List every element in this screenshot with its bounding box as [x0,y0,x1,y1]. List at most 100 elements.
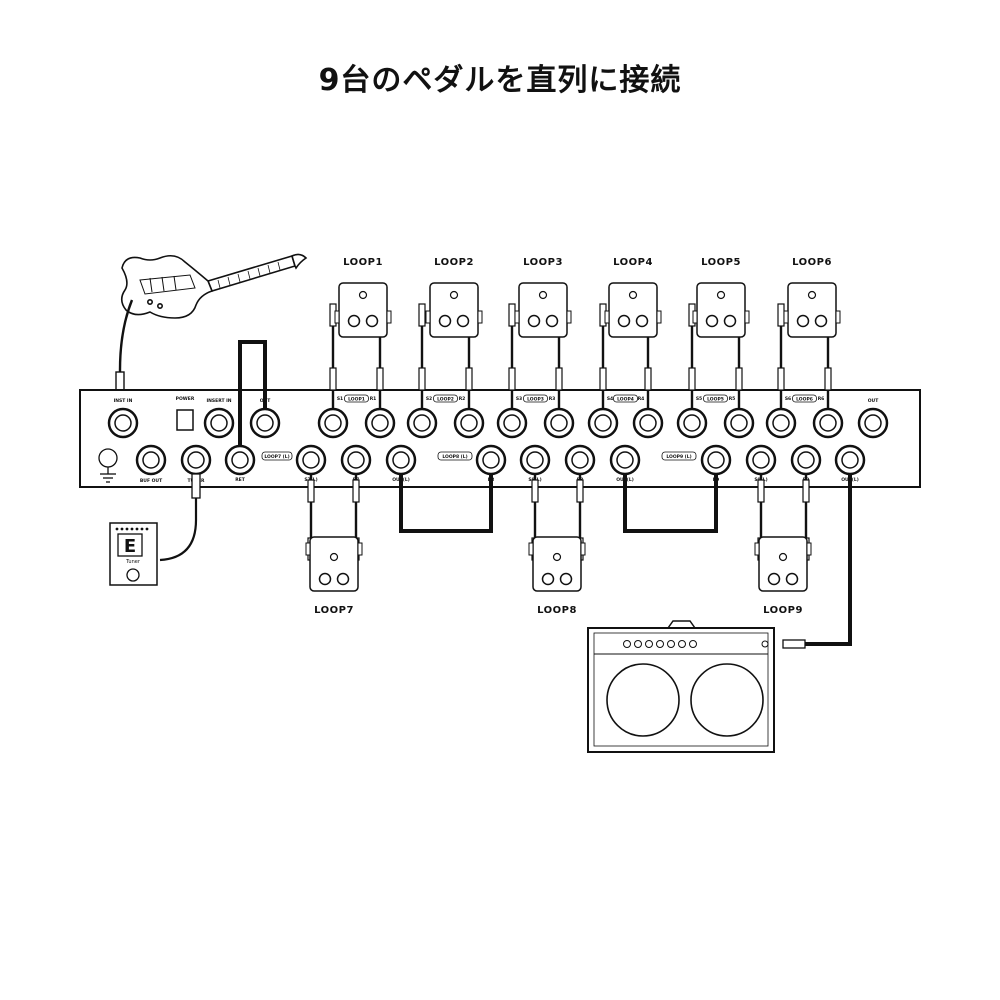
loop-tag [613,394,638,403]
loop-caption: LOOP2 [434,257,474,268]
amp-knob[interactable] [634,640,642,648]
effect-pedal-loop4[interactable] [604,282,662,338]
bottom-jack-8[interactable] [609,444,641,476]
amp-knob[interactable] [678,640,686,648]
loop9-tag: LOOP9 (L) [661,451,697,461]
bottom-jack-7[interactable] [564,444,596,476]
guitar-amplifier [587,620,775,753]
tuner-display-note: E [124,536,136,557]
return-cable-plug [735,367,743,391]
pedal-footswitch[interactable] [767,572,781,586]
electric-guitar-icon [120,253,308,319]
bottom-jack-10[interactable] [745,444,777,476]
amp-knob[interactable] [656,640,664,648]
bottom-jack-9[interactable] [700,444,732,476]
loop-caption: LOOP1 [343,257,383,268]
final-out-jack[interactable]: OUT [857,398,889,439]
return-label: R6 [818,396,825,402]
send-cable-plug [307,479,315,503]
loop-tag [523,394,548,403]
bottom-jack-2[interactable] [295,444,327,476]
return-jack-loop1[interactable] [364,407,396,439]
svg-text:LOOP8 (L): LOOP8 (L) [442,454,467,460]
loop-tag [433,394,458,403]
return-jack-loop2[interactable] [453,407,485,439]
return-cable-plug [824,367,832,391]
tuner-footswitch[interactable] [126,568,140,582]
pedal-led [358,290,368,300]
pedal-footswitch[interactable] [785,572,799,586]
pedal-footswitch[interactable] [617,314,631,328]
return-jack-loop4[interactable] [632,407,664,439]
loop-tag-label: LOOP1 [348,397,365,403]
bottom-jack-12[interactable] [834,444,866,476]
send-jack-loop3[interactable] [496,407,528,439]
pedal-footswitch[interactable] [705,314,719,328]
inst-in-jack[interactable]: INST IN [107,398,139,439]
pedal-footswitch[interactable] [796,314,810,328]
send-jack-loop4[interactable] [587,407,619,439]
pedal-footswitch[interactable] [336,572,350,586]
insert-in-label: INSERT IN [206,398,231,404]
pedal-footswitch[interactable] [527,314,541,328]
loop-caption: LOOP3 [523,257,563,268]
pedal-footswitch[interactable] [365,314,379,328]
amp-knob[interactable] [645,640,653,648]
bottom-jack-6[interactable] [519,444,551,476]
pedal-footswitch[interactable] [438,314,452,328]
effect-pedal-loop6[interactable] [783,282,841,338]
send-jack-loop2[interactable] [406,407,438,439]
amp-knob[interactable] [623,640,631,648]
return-jack-loop3[interactable] [543,407,575,439]
buf-out-jack[interactable]: BUF OUT [135,444,167,484]
amp-cable [805,474,852,646]
send-label: S1 [337,396,343,402]
send-cable-plug [757,479,765,503]
loop-caption: LOOP4 [613,257,653,268]
bottom-jack-4[interactable] [385,444,417,476]
return-jack-loop6[interactable] [812,407,844,439]
send-jack-loop5[interactable] [676,407,708,439]
pedal-footswitch[interactable] [456,314,470,328]
effect-pedal-loop2[interactable] [425,282,483,338]
loop-caption: LOOP5 [701,257,741,268]
bottom-jack-1[interactable] [224,444,256,476]
effect-pedal-loop1[interactable] [334,282,392,338]
insert-in-jack[interactable]: INSERT IN [203,398,235,439]
return-jack-loop5[interactable] [723,407,755,439]
power-socket[interactable]: POWER [176,396,195,431]
pedal-footswitch[interactable] [814,314,828,328]
bottom-jack-5[interactable] [475,444,507,476]
bottom-pedals [305,474,812,592]
amp-input-jack[interactable] [761,640,769,648]
tuner-pedal[interactable]: E Tuner [109,522,158,586]
effect-pedal-loop7[interactable] [305,536,363,592]
bottom-jack-label: RET [235,477,246,483]
send-jack-loop6[interactable] [765,407,797,439]
effect-pedal-loop5[interactable] [692,282,750,338]
bottom-jack-11[interactable] [790,444,822,476]
pedal-footswitch[interactable] [545,314,559,328]
guitar-cable [118,299,134,390]
pedal-footswitch[interactable] [347,314,361,328]
send-cable-plug [329,367,337,391]
ground-icon [98,448,118,483]
pedal-footswitch[interactable] [318,572,332,586]
bottom-jack-3[interactable] [340,444,372,476]
pedal-footswitch[interactable] [723,314,737,328]
pedal-footswitch[interactable] [541,572,555,586]
amp-handle [667,620,696,629]
effect-pedal-loop8[interactable] [528,536,586,592]
amp-knob[interactable] [667,640,675,648]
pedal-led [807,290,817,300]
top-pedals [329,282,841,409]
effect-pedal-loop9[interactable] [754,536,812,592]
send-jack-loop1[interactable] [317,407,349,439]
out-jack[interactable]: OUT [249,398,281,439]
pedal-footswitch[interactable] [559,572,573,586]
amp-knob[interactable] [689,640,697,648]
effect-pedal-loop3[interactable] [514,282,572,338]
tuner-cable-plug [191,473,201,499]
pedal-footswitch[interactable] [635,314,649,328]
